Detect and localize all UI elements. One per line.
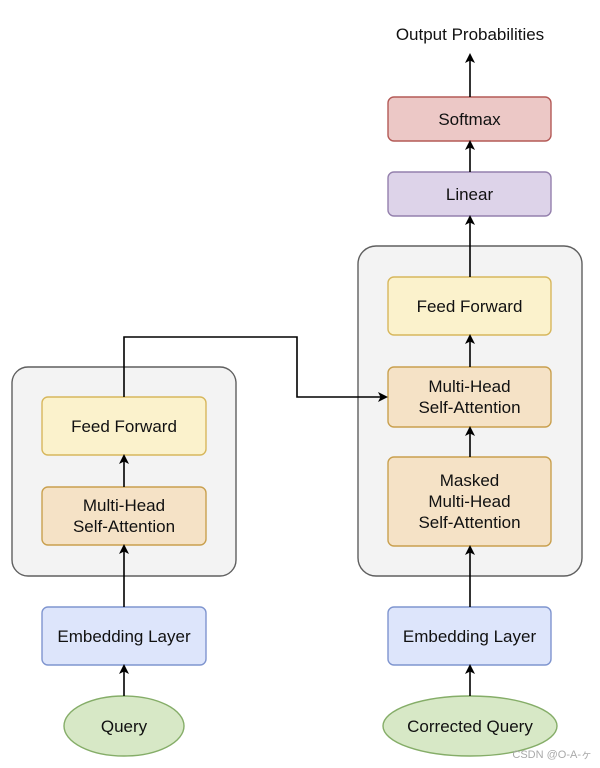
encoder-attention-box [41,486,207,546]
softmax-box [387,96,552,142]
decoder-attention-box [387,366,552,428]
linear-box [387,171,552,217]
decoder-embedding-box [387,606,552,666]
encoder-feed-forward-box [41,396,207,456]
decoder-masked-attention-box [387,456,552,547]
watermark-text: CSDN @O-A-ヶ [512,749,592,761]
encoder-input-ellipse [63,695,185,757]
output-probabilities-label: Output Probabilities [395,25,545,44]
encoder-embedding-box [41,606,207,666]
arrow-encoder-to-decoder-attention [123,336,388,402]
decoder-feed-forward-box [387,276,552,336]
